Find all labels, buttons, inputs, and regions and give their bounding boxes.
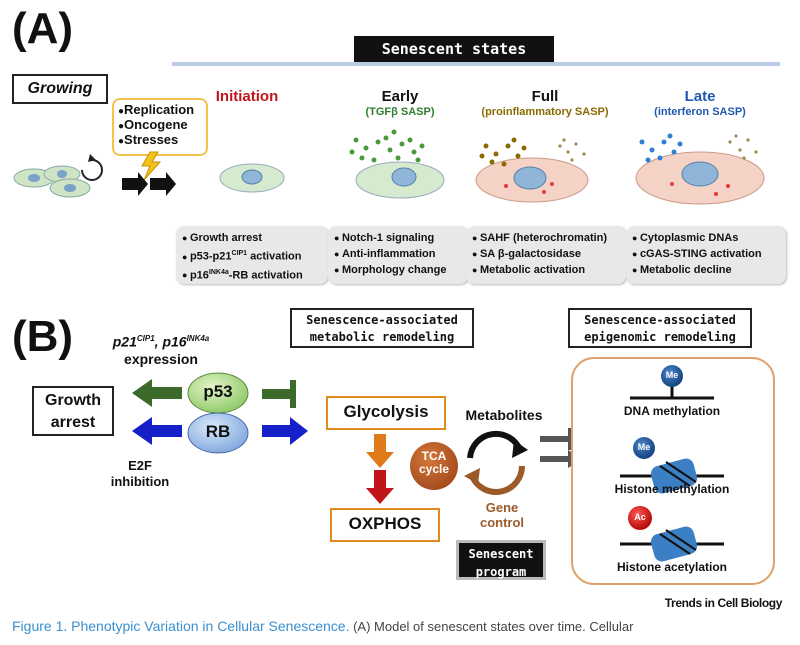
tca-cycle-node: [410, 442, 458, 490]
stage-full-title: Full: [531, 88, 559, 105]
expression-label: p21CIP1, p16INK4a expression: [112, 333, 210, 367]
bullet-sahf: SAHF (heterochromatin): [472, 230, 620, 246]
inhibit-icon: [540, 428, 573, 450]
me-mark-dna: [661, 365, 683, 387]
nucleosome-icon: [650, 526, 698, 562]
oxphos-box: OXPHOS: [330, 508, 440, 542]
bullet-notch1: Notch-1 signaling: [334, 230, 462, 246]
glycolysis-box: Glycolysis: [326, 396, 446, 430]
early-cell-icon: [349, 129, 445, 199]
stage-full-subtitle: (proinflammatory SASP): [481, 106, 609, 118]
bullet-metabolic-decline: Metabolic decline: [632, 262, 780, 278]
senescent-states-header: Senescent states: [354, 36, 554, 62]
full-bullets: SAHF (heterochromatin) SA β-galactosidas…: [466, 226, 626, 284]
bullet-cytoplasmic-dnas: Cytoplasmic DNAs: [632, 230, 780, 246]
senescent-program-box: Senescent program: [456, 540, 546, 580]
bullet-sa-bgal: SA β-galactosidase: [472, 246, 620, 262]
metabolic-remodeling-box: Senescence-associated metabolic remodeli…: [290, 308, 474, 348]
stage-initiation-title: Initiation: [215, 88, 279, 105]
growing-label: Growing: [12, 74, 108, 104]
initiation-cell-icon: [219, 163, 285, 193]
me-text-histone: Me: [637, 442, 651, 452]
full-cell-icon: [475, 137, 589, 203]
header-rule: [172, 62, 780, 66]
lightning-icon: [141, 151, 162, 181]
initiation-bullets: Growth arrest p53-p21CIP1 activation p16…: [176, 226, 328, 284]
bullet-metabolic-activation: Metabolic activation: [472, 262, 620, 278]
journal-credit: Trends in Cell Biology: [664, 596, 783, 610]
green-arrow-left-icon: [132, 379, 182, 407]
late-cell-icon: [635, 133, 765, 205]
e2f-inhibition-label: E2F inhibition: [110, 458, 170, 489]
orange-arrow-down-icon: [366, 434, 394, 468]
stage-early-title: Early: [381, 88, 419, 105]
p53-label: p53: [203, 382, 233, 401]
trigger-oncogene: Oncogene: [118, 117, 202, 132]
nucleosome-icon: [650, 458, 698, 494]
trigger-replication: Replication: [118, 102, 202, 117]
epigenomic-remodeling-box: Senescence-associated epigenomic remodel…: [568, 308, 752, 348]
rb-label: RB: [205, 422, 231, 441]
bullet-cgas-sting: cGAS-STING activation: [632, 246, 780, 262]
bullet-morphology: Morphology change: [334, 262, 462, 278]
red-arrow-down-icon: [366, 470, 394, 504]
me-mark-histone: [633, 437, 655, 459]
caption-title: Figure 1. Phenotypic Variation in Cellul…: [12, 618, 350, 634]
histone-methylation-label: Histone methylation: [614, 482, 730, 496]
panel-b-illustration: [132, 357, 775, 585]
rb-node: [187, 412, 249, 454]
bullet-p16-rb: p16INK4a-RB activation: [182, 265, 322, 284]
metabolites-label: Metabolites: [465, 407, 543, 423]
ac-text: Ac: [634, 512, 646, 522]
late-bullets: Cytoplasmic DNAs cGAS-STING activation M…: [626, 226, 786, 284]
trigger-stresses: Stresses: [118, 132, 202, 147]
growth-arrest-box: Growth arrest: [32, 386, 114, 436]
stage-late-title: Late: [684, 88, 716, 105]
figure-caption: Figure 1. Phenotypic Variation in Cellul…: [12, 618, 792, 634]
bullet-p53-p21: p53-p21CIP1 activation: [182, 246, 322, 265]
arrow-right-icon: [150, 172, 176, 196]
inhibit-icon: [262, 380, 296, 408]
growing-cells-icon: [13, 154, 103, 198]
caption-body: (A) Model of senescent states over time.…: [349, 619, 634, 634]
gene-control-label: Gene control: [479, 500, 525, 530]
ac-mark: [628, 506, 652, 530]
dna-methylation-label: DNA methylation: [623, 404, 721, 418]
early-bullets: Notch-1 signaling Anti-inflammation Morp…: [328, 226, 468, 284]
blue-arrow-left-icon: [132, 417, 182, 445]
panel-a-label: (A): [12, 4, 74, 53]
panel-b-label: (B): [12, 312, 74, 361]
arrow-right-icon: [122, 172, 148, 196]
bullet-anti-inflammation: Anti-inflammation: [334, 246, 462, 262]
stage-early-subtitle: (TGFβ SASP): [365, 106, 435, 118]
stage-late-subtitle: (interferon SASP): [654, 106, 746, 118]
histone-acetylation-label: Histone acetylation: [616, 560, 728, 574]
panel-a-illustration: [13, 129, 765, 205]
bullet-growth-arrest: Growth arrest: [182, 230, 322, 246]
blue-arrow-right-icon: [262, 417, 308, 445]
trigger-list: Replication Oncogene Stresses: [112, 98, 208, 156]
me-text-dna: Me: [665, 370, 679, 380]
tca-cycle-label: TCA cycle: [418, 449, 450, 476]
